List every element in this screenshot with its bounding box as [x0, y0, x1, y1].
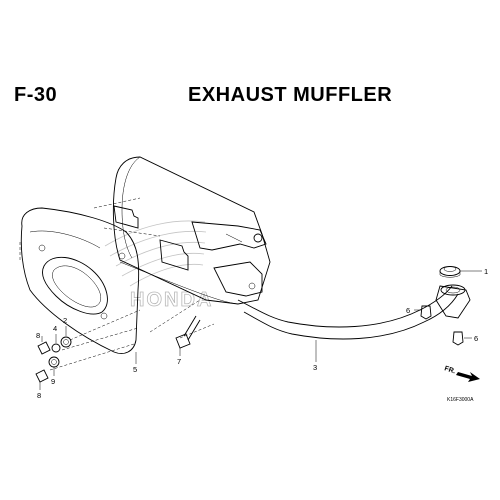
- cap-nut-left: [420, 305, 432, 320]
- callout-5: 5: [133, 365, 137, 374]
- callout-4: 4: [53, 324, 57, 333]
- callout-3: 3: [313, 363, 317, 372]
- cap-nut-right: [452, 331, 464, 346]
- section-code: F-30: [14, 84, 58, 106]
- brand-watermark: HONDA: [130, 289, 213, 311]
- callout-7: 7: [177, 357, 181, 366]
- muffler-end-cover: [20, 207, 140, 354]
- exhaust-gasket: [439, 266, 461, 278]
- section-title: EXHAUST MUFFLER: [188, 84, 393, 106]
- flange-bolt: [175, 315, 201, 349]
- drawing-reference: K16F3000A: [447, 397, 474, 403]
- exhaust-pipe: [237, 284, 471, 340]
- leader-lines: [19, 197, 215, 371]
- callout-8-lower: 8: [37, 391, 41, 400]
- callout-9: 9: [51, 377, 55, 386]
- callout-2: 2: [63, 316, 67, 325]
- front-arrow-icon: [456, 372, 480, 382]
- front-direction-indicator: FR.: [443, 365, 480, 382]
- callout-8-upper: 8: [36, 331, 40, 340]
- brand-wing-watermark: HONDA: [104, 220, 213, 311]
- callout-6-left: 6: [406, 306, 410, 315]
- callout-labels: 1 2 3 4 5 6 6 7 8 8 9: [36, 267, 488, 400]
- front-direction-label: FR.: [443, 365, 456, 375]
- callout-6-right: 6: [474, 334, 478, 343]
- mounting-hardware: [35, 336, 72, 383]
- muffler-body: [112, 156, 271, 305]
- callout-1: 1: [484, 267, 488, 276]
